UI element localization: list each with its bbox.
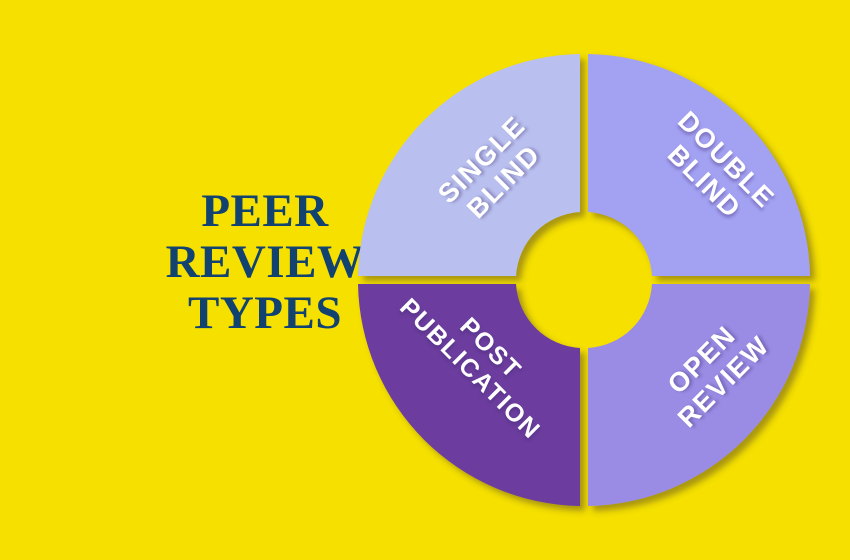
donut-segment-double-blind[interactable] — [588, 54, 810, 276]
donut-segment-single-blind[interactable] — [358, 54, 580, 276]
donut-chart — [345, 30, 845, 535]
title-line-2: REVIEW — [165, 236, 365, 288]
title-line-3: TYPES — [188, 287, 342, 339]
donut-chart-svg — [358, 54, 810, 506]
donut-segment-open-review[interactable] — [588, 284, 810, 506]
donut-segment-post-publication[interactable] — [358, 284, 580, 506]
page-title: PEER REVIEW TYPES — [150, 186, 380, 339]
title-line-1: PEER — [201, 185, 329, 237]
